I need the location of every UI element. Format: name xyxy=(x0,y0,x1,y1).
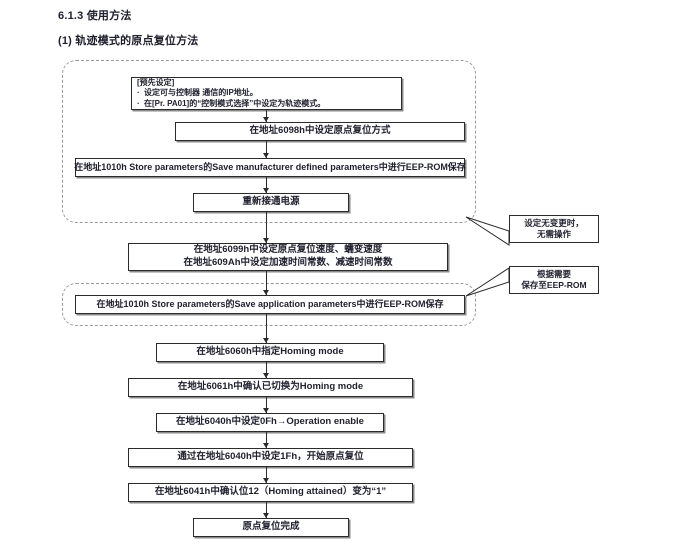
arrowhead-icon xyxy=(263,290,269,295)
step-store-application-params: 在地址1010h Store parameters的Save applicati… xyxy=(75,295,465,314)
step-set-homing-method: 在地址6098h中设定原点复位方式 xyxy=(175,122,465,141)
step-confirm-homing-mode: 在地址6061h中确认已切换为Homing mode xyxy=(128,378,413,397)
step-store-manufacturer-params: 在地址1010h Store parameters的Save manufactu… xyxy=(74,158,466,177)
arrowhead-icon xyxy=(263,117,269,122)
step-specify-homing-mode: 在地址6060h中指定Homing mode xyxy=(156,343,384,362)
connector-store-mfg-to-power xyxy=(266,177,267,193)
annotation-save-as-needed-line-2: 保存至EEP-ROM xyxy=(521,280,587,290)
preset-item-1-row: · 在[Pr. PA01]的“控制模式选择”中设定为轨迹模式。 xyxy=(137,99,325,109)
arrowhead-icon xyxy=(263,408,269,413)
connector-preset-to-6098 xyxy=(266,110,267,122)
step-set-speeds-line-1: 在地址6099h中设定原点复位速度、蠕变速度 xyxy=(193,244,383,256)
annotation-no-change-line-2: 无需操作 xyxy=(536,229,571,239)
connector-power-to-speed xyxy=(266,212,267,243)
preset-item-1: 在[Pr. PA01]的“控制模式选择”中设定为轨迹模式。 xyxy=(144,98,326,108)
preset-group-region xyxy=(62,60,476,223)
application-params-group-region xyxy=(62,283,476,326)
arrowhead-icon xyxy=(263,153,269,158)
connector-store-app-to-6060 xyxy=(266,314,267,343)
annotation-no-change-line-1: 设定无变更时， xyxy=(524,217,584,228)
preset-title: [预先设定] xyxy=(137,78,175,88)
connector-6040-0f-to-6040-1f xyxy=(266,432,267,448)
step-start-homing: 通过在地址6040h中设定1Fh，开始原点复位 xyxy=(128,448,413,467)
connector-6098-to-store-mfg xyxy=(266,141,267,158)
step-set-speeds: 在地址6099h中设定原点复位速度、蠕变速度 在地址609Ah中设定加速时间常数… xyxy=(128,243,448,271)
step-homing-complete: 原点复位完成 xyxy=(193,518,349,537)
step-set-operation-enable: 在地址6040h中设定0Fh→Operation enable xyxy=(156,413,384,432)
arrowhead-icon xyxy=(263,338,269,343)
step-confirm-homing-attained: 在地址6041h中确认位12（Homing attained）变为“1” xyxy=(128,483,413,502)
annotation-save-as-needed: 根据需要 保存至EEP-ROM xyxy=(509,266,599,294)
connector-speed-to-store-app xyxy=(266,271,267,295)
preset-item-0-row: · 设定可与控制器 通信的IP地址。 xyxy=(137,88,325,98)
section-number-heading: 6.1.3 使用方法 xyxy=(58,10,132,22)
section-subtitle-heading: (1) 轨迹模式的原点复位方法 xyxy=(58,35,199,47)
bullet-icon: · xyxy=(137,88,140,98)
arrowhead-icon xyxy=(263,513,269,518)
preset-conditions-box: [预先设定] · 设定可与控制器 通信的IP地址。 · 在[Pr. PA01]的“控… xyxy=(131,77,402,110)
leader-line-no-change-needed xyxy=(465,216,510,246)
step-set-speeds-line-2: 在地址609Ah中设定加速时间常数、减速时间常数 xyxy=(183,257,393,268)
connector-6041-to-done xyxy=(266,502,267,518)
arrowhead-icon xyxy=(263,478,269,483)
connector-6061-to-6040-0f xyxy=(266,397,267,413)
bullet-icon: · xyxy=(137,98,140,108)
arrowhead-icon xyxy=(263,373,269,378)
arrowhead-icon xyxy=(263,188,269,193)
connector-6040-1f-to-6041 xyxy=(266,467,267,483)
leader-line-save-as-needed xyxy=(465,267,510,297)
arrowhead-icon xyxy=(263,238,269,243)
annotation-no-change-needed: 设定无变更时， 无需操作 xyxy=(509,215,599,243)
preset-item-0: 设定可与控制器 通信的IP地址。 xyxy=(144,88,258,98)
step-power-cycle: 重新接通电源 xyxy=(193,193,349,212)
arrowhead-icon xyxy=(263,443,269,448)
annotation-save-as-needed-line-1: 根据需要 xyxy=(536,268,571,279)
connector-6060-to-6061 xyxy=(266,362,267,378)
